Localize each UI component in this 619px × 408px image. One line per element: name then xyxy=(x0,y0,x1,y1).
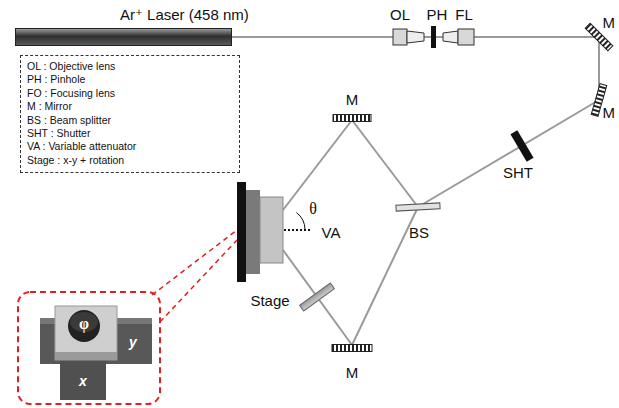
laser-beam xyxy=(232,37,599,345)
component-label: M xyxy=(346,92,359,107)
key-entry: FO : Focusing lens xyxy=(27,87,233,100)
component-label: M xyxy=(603,105,616,120)
normal-line xyxy=(284,229,312,231)
component-label: OL xyxy=(390,7,410,22)
shutter xyxy=(510,130,533,162)
axis-label: φ xyxy=(79,316,89,332)
leader-line xyxy=(152,230,237,295)
component-label: M xyxy=(603,15,616,30)
stage-3d-view xyxy=(40,306,152,400)
key-entry: OL : Objective lens xyxy=(27,60,233,73)
leader-line xyxy=(160,240,237,322)
component-label: VA xyxy=(322,225,341,240)
mirror xyxy=(332,23,613,351)
key-entry: VA : Variable attenuator xyxy=(27,140,233,153)
inset-frame xyxy=(18,292,160,404)
key-entry: BS : Beam splitter xyxy=(27,114,233,127)
spatial-filter xyxy=(393,26,474,48)
component-label: SHT xyxy=(503,165,533,180)
key-entry: Stage : x-y + rotation xyxy=(27,154,233,167)
abbreviation-key: OL : Objective lensPH : PinholeFO : Focu… xyxy=(20,55,240,173)
axis-label: x xyxy=(79,374,87,388)
component-label: θ xyxy=(309,201,317,217)
key-entry: M : Mirror xyxy=(27,100,233,113)
component-label: Stage xyxy=(250,293,289,308)
variable-attenuator xyxy=(300,283,335,311)
component-label: PH xyxy=(427,7,448,22)
component-label: M xyxy=(346,365,359,380)
angle-arc xyxy=(296,213,305,231)
key-entry: SHT : Shutter xyxy=(27,127,233,140)
component-label: FL xyxy=(455,7,473,22)
laser-tube: Ar⁺ Laser (458 nm) xyxy=(15,28,232,46)
axis-label: y xyxy=(129,335,137,349)
key-entry: PH : Pinhole xyxy=(27,73,233,86)
component-label: BS xyxy=(409,225,429,240)
beam-splitter xyxy=(396,203,440,211)
laser-heading: Ar⁺ Laser (458 nm) xyxy=(120,7,249,22)
stage xyxy=(237,182,283,282)
